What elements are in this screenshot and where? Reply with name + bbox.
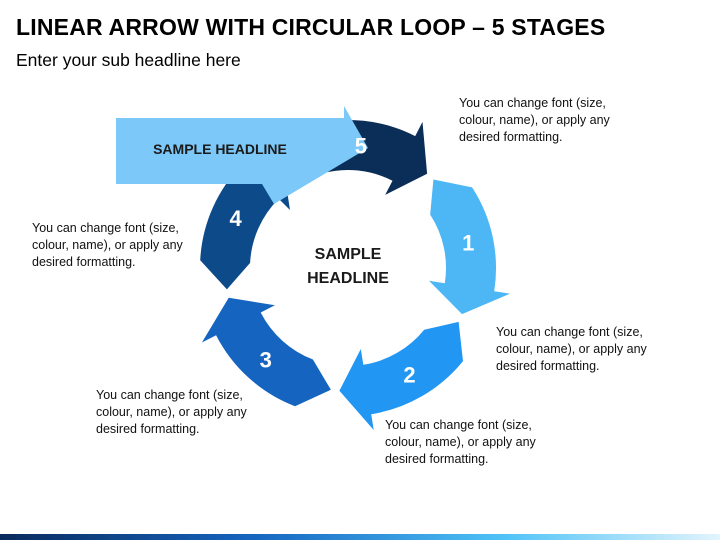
stage-2-description: You can change font (size, colour, name)… [496, 325, 647, 373]
stage-5-number: 5 [355, 134, 367, 159]
stage-4-number: 4 [229, 206, 242, 231]
entry-arrow-label: SAMPLE HEADLINE [153, 141, 287, 157]
stage-2-number: 2 [403, 363, 415, 388]
center-headline-line-2: HEADLINE [307, 270, 389, 287]
stage-2-arrow-segment [339, 321, 463, 430]
stage-1-description: You can change font (size, colour, name)… [459, 96, 610, 144]
stage-3-arrow-segment [201, 297, 331, 407]
stage-1-number: 1 [462, 230, 474, 255]
stage-3-description: You can change font (size, colour, name)… [385, 418, 536, 466]
stage-4-description: You can change font (size, colour, name)… [96, 388, 247, 436]
slide-subtitle: Enter your sub headline here [16, 50, 241, 70]
bottom-accent-bar [0, 534, 720, 540]
entry-arrow [116, 106, 368, 204]
stage-3-number: 3 [260, 347, 272, 372]
center-headline-line-1: SAMPLE [315, 246, 382, 263]
stage-1-arrow-segment [429, 179, 510, 315]
slide-title: LINEAR ARROW WITH CIRCULAR LOOP – 5 STAG… [16, 14, 606, 40]
stage-5-description: You can change font (size, colour, name)… [32, 221, 183, 269]
